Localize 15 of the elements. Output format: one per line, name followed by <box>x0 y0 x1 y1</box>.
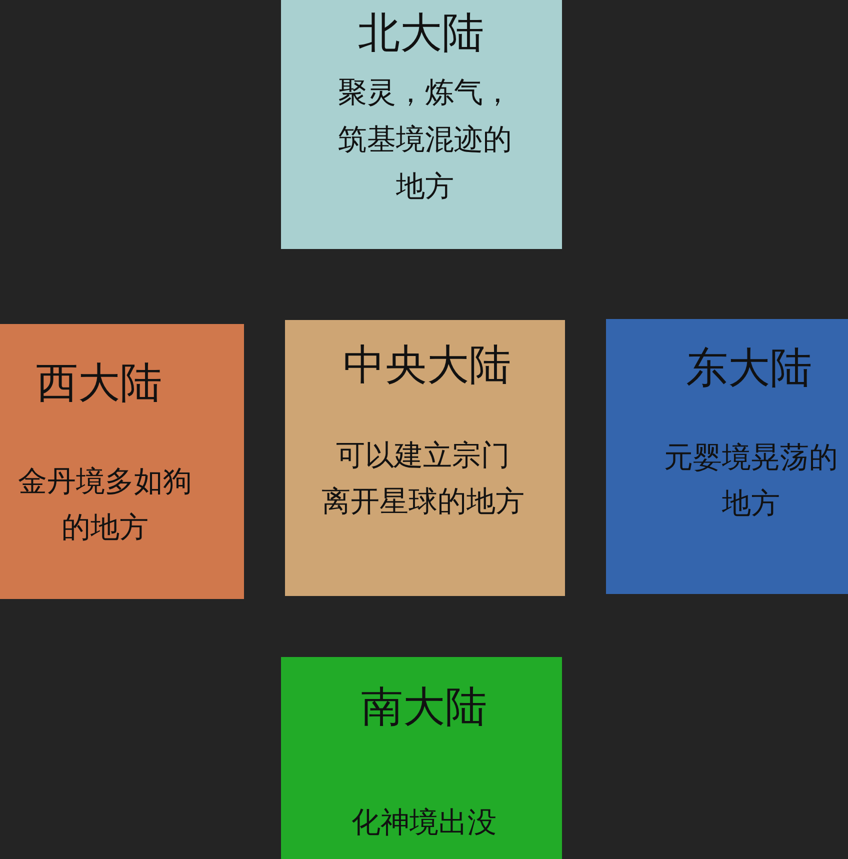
region-description: 元婴境晃荡的地方 <box>663 439 839 522</box>
region-panel <box>0 324 244 599</box>
region-title: 南大陆 <box>361 682 487 732</box>
region-title: 北大陆 <box>358 8 484 58</box>
region-description: 金丹境多如狗的地方 <box>17 463 193 546</box>
region-title: 西大陆 <box>36 358 162 408</box>
region-panel <box>281 657 562 859</box>
region-description: 化神境出没 <box>350 804 498 841</box>
region-panel <box>285 320 565 596</box>
region-panel <box>606 319 848 594</box>
region-description: 可以建立宗门离开星球的地方 <box>320 437 526 520</box>
region-title: 东大陆 <box>686 343 812 393</box>
region-panel <box>281 0 562 249</box>
region-description: 聚灵，炼气，筑基境混迹的地方 <box>337 74 513 204</box>
region-title: 中央大陆 <box>343 340 511 390</box>
